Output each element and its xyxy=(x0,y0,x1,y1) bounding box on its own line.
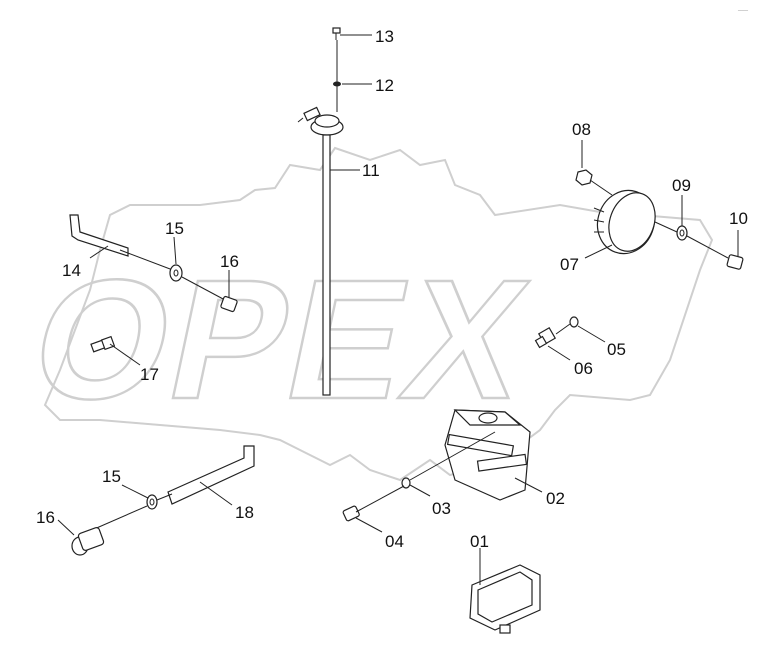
corner-code: ____ xyxy=(737,5,749,11)
part-05-washer-icon xyxy=(555,316,606,343)
part-12-washer-icon xyxy=(333,40,372,112)
part-04-bolt-icon xyxy=(342,485,405,533)
callout-11: 11 xyxy=(362,161,380,180)
callout-10: 10 xyxy=(729,209,748,228)
callout-16-upper: 16 xyxy=(220,252,239,271)
callout-18: 18 xyxy=(235,503,254,522)
part-09-washer-icon xyxy=(654,195,729,259)
callout-09: 09 xyxy=(672,176,691,195)
callout-01: 01 xyxy=(470,532,489,551)
part-03-washer-icon xyxy=(401,431,496,497)
opex-watermark: OPEX xyxy=(16,146,714,482)
part-15-washer-lower-icon xyxy=(91,484,173,531)
part-07-lamp-icon xyxy=(584,189,656,259)
part-02-tank-icon xyxy=(444,409,543,501)
part-18-bracket-icon xyxy=(167,445,255,506)
callout-15-upper: 15 xyxy=(165,219,184,238)
part-16-bolt-lower-icon xyxy=(57,519,105,556)
callout-13: 13 xyxy=(375,27,394,46)
callout-12: 12 xyxy=(375,76,394,95)
callout-05: 05 xyxy=(607,340,626,359)
callout-02: 02 xyxy=(546,489,565,508)
callout-17: 17 xyxy=(140,365,159,384)
part-16-bolt-upper-icon xyxy=(220,270,238,313)
part-08-nut-icon xyxy=(575,140,613,196)
callout-03: 03 xyxy=(432,499,451,518)
callout-06: 06 xyxy=(574,359,593,378)
part-14-bracket-icon xyxy=(69,214,179,273)
part-06-fitting-icon xyxy=(534,326,571,361)
part-13-bolt-icon xyxy=(332,27,372,40)
callout-07: 07 xyxy=(560,255,579,274)
callout-08: 08 xyxy=(572,120,591,139)
part-17-sensor-icon xyxy=(90,335,141,366)
callout-16-lower: 16 xyxy=(36,508,55,527)
watermark-text: OPEX xyxy=(18,245,547,435)
part-10-bolt-icon xyxy=(726,230,744,270)
callout-14: 14 xyxy=(62,261,81,280)
callout-15-lower: 15 xyxy=(102,467,121,486)
part-11-level-sensor-icon xyxy=(297,106,360,396)
part-15-washer-upper-icon xyxy=(169,236,226,301)
callout-04: 04 xyxy=(385,532,404,551)
part-01-filter-icon xyxy=(469,548,541,634)
